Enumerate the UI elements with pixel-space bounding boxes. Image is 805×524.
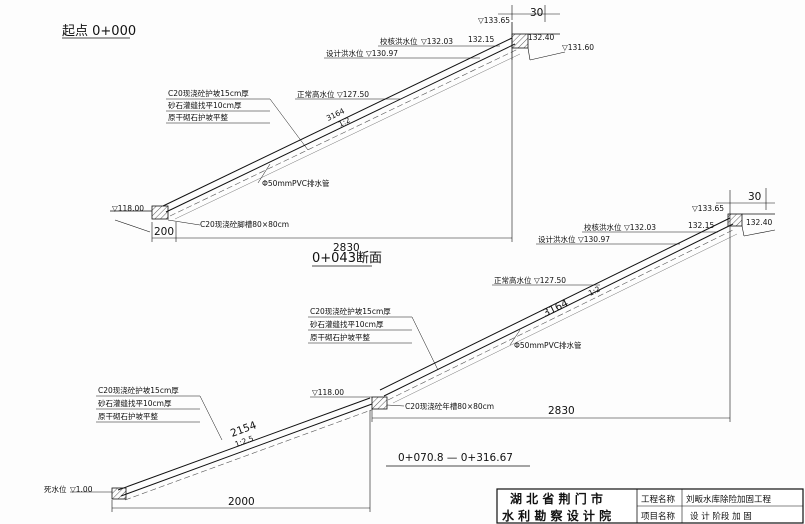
section-1-design-flood-value: ▽130.97 [366,49,398,58]
section-2-dead-level-value: ▽1.00 [70,485,93,494]
section-2-design-flood-label: 设计洪水位 [538,234,576,244]
section-1: 起点 0+000 ▽133.65 30 校核洪水位 ▽132.03 132.15… [62,5,594,254]
section-2-toe-trench-label: C20现浇砼年槽80×80cm [405,401,494,411]
section-2: 0+043断面 30 ▽133.65 校核洪水位 ▽132.03 132.15 … [44,188,776,512]
section-2-normal-level-label: 正常高水位 [494,275,532,285]
section-1-check-flood-label: 校核洪水位 [380,36,418,46]
title-block-item-name: 设 计 阶段 加 固 [690,511,752,522]
section-2-upper-slope [379,217,738,404]
section-2-check-flood-label: 校核洪水位 [584,222,622,232]
section-2-normal-level-value: ▽127.50 [534,276,566,285]
section-1-crest-block [511,33,529,49]
section-1-normal-level-value: ▽127.50 [337,90,369,99]
section-1-top-width: 30 [530,7,543,19]
section-2-lower-layer-2: 砂石灌缝找平10cm厚 [98,398,172,408]
section-1-layer-2: 砂石灌缝找平10cm厚 [168,100,242,110]
section-1-level-131-60: ▽131.60 [562,43,594,52]
section-2-level-132-15: 132.15 [688,221,714,230]
section-1-normal-level-label: 正常高水位 [297,89,335,99]
section-2-upper-slope-length: 3164 [541,297,571,320]
section-2-upper-layer-1: C20现浇砼护坡15cm厚 [310,306,391,316]
section-2-lower-toe [111,487,127,500]
title-block-org-line-2: 水 利 勘 察 设 计 院 [502,508,611,523]
title-block-item-label: 项目名称 [641,511,676,522]
section-2-upper-layer-2: 砂石灌缝找平10cm厚 [310,319,384,329]
title-block-project-name: 刘畈水库除险加固工程 [686,494,772,505]
section-1-layer-3: 原干砌石护坡平整 [168,112,228,122]
section-2-lower-layer-1: C20现浇砼护坡15cm厚 [98,385,179,395]
section-2-dim-2830: 2830 [548,405,575,417]
section-2-upper-layer-legend: C20现浇砼护坡15cm厚 砂石灌缝找平10cm厚 原干砌石护坡平整 [308,306,439,371]
section-2-upper-layer-3: 原干砌石护坡平整 [310,332,370,342]
section-2-lower-layer-3: 原干砌石护坡平整 [98,411,158,421]
section-2-berm-level: ▽118.00 [312,388,344,397]
section-2-dead-level-label: 死水位 [44,484,67,494]
section-1-crest-level: ▽133.65 [478,16,510,25]
section-2-check-flood-value: ▽132.03 [624,223,656,232]
section-1-design-flood-label: 设计洪水位 [326,48,364,58]
section-1-layer-legend: C20现浇砼护坡15cm厚 砂石灌缝找平10cm厚 原干砌石护坡平整 [166,88,309,151]
section-2-title: 0+043断面 [312,251,382,266]
section-1-level-132-15: 132.15 [468,35,494,44]
section-1-toe-trench [151,205,169,220]
section-2-dim-2000: 2000 [228,496,255,508]
section-1-toe-level: ▽118.00 [112,204,144,213]
section-2-design-flood-value: ▽130.97 [578,235,610,244]
section-1-level-132-40: 132.40 [528,33,554,42]
section-1-dim-200: 200 [154,226,174,238]
section-2-lower-slope [117,397,375,501]
section-1-drain-pipe: Φ50mmPVC排水管 [262,178,330,188]
section-2-range-title: 0+070.8 — 0+316.67 [398,452,513,464]
section-1-toe-trench-label: C20现浇砼脚槽80×80cm [200,219,289,229]
section-2-drain-pipe: Φ50mmPVC排水管 [514,340,582,350]
section-2-crest-block [727,213,743,227]
section-2-lower-layer-legend: C20现浇砼护坡15cm厚 砂石灌缝找平10cm厚 原干砌石护坡平整 [96,385,223,441]
section-1-title: 起点 0+000 [62,24,136,39]
section-1-dim-2830: 2830 [333,242,360,254]
section-2-level-132-40: 132.40 [746,218,772,227]
title-block-org-line-1: 湖 北 省 荆 门 市 [510,491,603,506]
title-block: 湖 北 省 荆 门 市 水 利 勘 察 设 计 院 工程名称 刘畈水库除险加固工… [496,488,804,524]
section-2-crest-level: ▽133.65 [692,204,724,213]
section-1-slope-face [162,37,521,220]
title-block-project-label: 工程名称 [641,494,676,505]
section-1-layer-1: C20现浇砼护坡15cm厚 [168,88,249,98]
section-1-check-flood-value: ▽132.03 [421,37,453,46]
section-2-toe-trench [371,396,388,410]
section-2-top-width: 30 [748,191,761,203]
